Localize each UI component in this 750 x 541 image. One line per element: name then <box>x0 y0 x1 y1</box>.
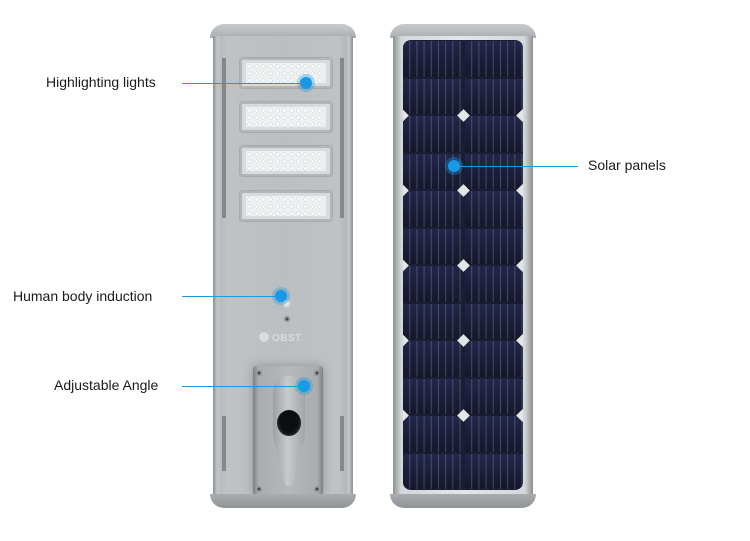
solar-cell <box>403 228 461 264</box>
solar-cell <box>465 116 523 152</box>
callout-dot-adjustable-angle <box>298 380 310 392</box>
brand-logo: OBST. <box>259 332 304 344</box>
vent-right-lower <box>340 416 344 471</box>
mounting-bracket <box>253 366 323 496</box>
callout-label-highlighting-lights: Highlighting lights <box>46 74 156 90</box>
solar-cell <box>403 116 461 152</box>
lamp-back-view <box>390 24 536 508</box>
solar-cell <box>403 153 461 189</box>
pole-socket <box>277 410 301 436</box>
callout-line-adjustable-angle <box>182 386 304 387</box>
led-module-4 <box>240 191 332 221</box>
screw <box>284 316 290 322</box>
solar-cell <box>403 303 461 339</box>
solar-cell <box>465 78 523 114</box>
solar-cell <box>465 266 523 302</box>
vent-left-upper <box>222 58 226 218</box>
solar-cell <box>465 378 523 414</box>
callout-label-solar-panels: Solar panels <box>588 157 666 173</box>
lamp-front-view: OBST. <box>210 24 356 508</box>
solar-cell <box>465 416 523 452</box>
solar-cell <box>465 41 523 77</box>
solar-cell <box>465 153 523 189</box>
callout-dot-human-body-induction <box>275 290 287 302</box>
solar-cell <box>465 341 523 377</box>
vent-left-lower <box>222 416 226 471</box>
callout-line-solar-panels <box>454 166 578 167</box>
lamp-bottom-cap <box>390 494 536 508</box>
callout-line-human-body-induction <box>182 296 280 297</box>
solar-cell <box>465 191 523 227</box>
solar-cell <box>465 228 523 264</box>
callout-label-human-body-induction: Human body induction <box>13 288 153 304</box>
solar-cell <box>403 453 461 489</box>
vent-right-upper <box>340 58 344 218</box>
brand-text: OBST. <box>272 333 304 344</box>
callout-line-highlighting-lights <box>182 83 306 84</box>
motion-sensor <box>283 300 292 309</box>
bolt-icon <box>314 486 320 492</box>
callout-label-adjustable-angle: Adjustable Angle <box>54 377 159 393</box>
callout-dot-highlighting-lights <box>300 77 312 89</box>
bolt-icon <box>314 370 320 376</box>
solar-cell <box>403 78 461 114</box>
solar-cell <box>403 341 461 377</box>
solar-cell <box>465 453 523 489</box>
lamp-bottom-cap <box>210 494 356 508</box>
solar-cell <box>403 191 461 227</box>
led-module-3 <box>240 146 332 176</box>
solar-cell <box>465 303 523 339</box>
solar-cell <box>403 41 461 77</box>
solar-cell <box>403 416 461 452</box>
lamp-top-cap <box>390 24 536 38</box>
solar-cell <box>403 378 461 414</box>
lamp-top-cap <box>210 24 356 38</box>
led-module-2 <box>240 102 332 132</box>
solar-panel <box>403 40 523 490</box>
lamp-body: OBST. <box>213 36 353 496</box>
bolt-icon <box>256 486 262 492</box>
solar-cell <box>403 266 461 302</box>
bolt-icon <box>256 370 262 376</box>
brand-icon <box>259 332 269 342</box>
